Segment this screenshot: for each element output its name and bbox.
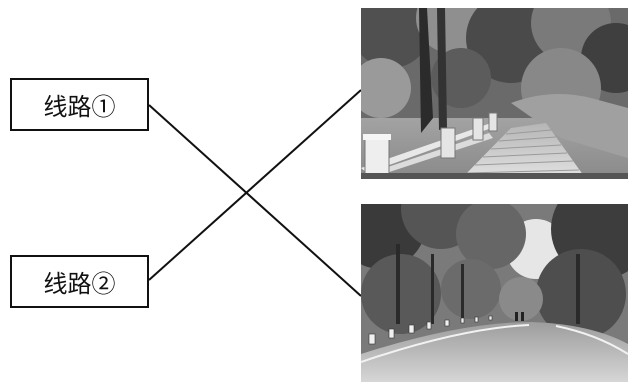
connector-route1-to-road: [148, 104, 362, 297]
stone-steps-illustration: [361, 8, 628, 179]
forest-road-photo: [361, 204, 628, 382]
connector-route2-to-steps: [148, 89, 362, 281]
stone-steps-photo: [361, 8, 628, 179]
route-1-label: 线路①: [43, 93, 116, 121]
forest-road-illustration: [361, 204, 628, 382]
route-2-label: 线路②: [43, 270, 116, 298]
route-2-box: 线路②: [10, 255, 149, 308]
route-1-box: 线路①: [10, 78, 149, 131]
